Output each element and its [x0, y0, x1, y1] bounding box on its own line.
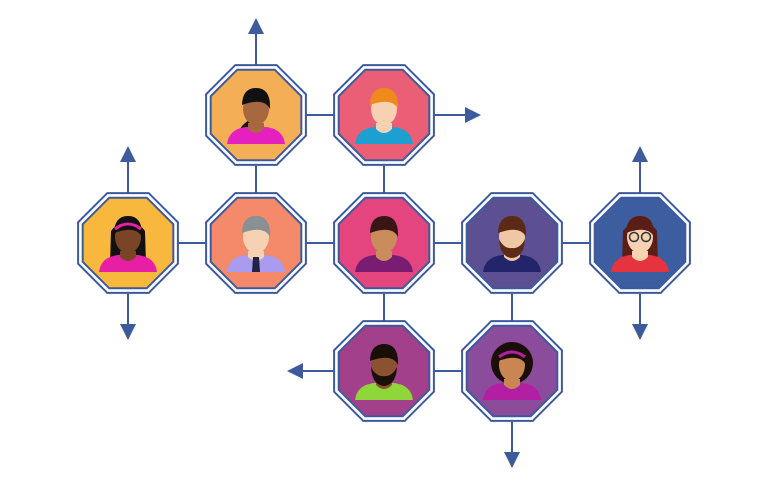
hair-top — [625, 216, 655, 237]
hair-top — [369, 216, 399, 237]
arrow-head — [287, 363, 303, 379]
shirt — [355, 255, 413, 272]
person-avatar-icon — [355, 344, 413, 400]
glasses-icon — [628, 231, 640, 243]
nodes — [77, 64, 691, 422]
arrow-down-icon — [632, 293, 648, 340]
avatar-node-man-beard — [461, 192, 563, 294]
person-avatar-icon — [483, 342, 541, 400]
arrow-up-icon — [632, 146, 648, 193]
arrow-head — [632, 324, 648, 340]
shirt — [483, 255, 541, 272]
hair-top — [497, 344, 527, 365]
arrow-left-icon — [287, 363, 334, 379]
hair-top — [113, 216, 143, 237]
arrow-head — [504, 452, 520, 468]
hair-top — [369, 344, 399, 365]
person-avatar-icon — [483, 216, 541, 272]
person-avatar-icon — [355, 88, 413, 144]
person-avatar-icon — [99, 216, 157, 272]
shirt — [611, 255, 669, 272]
arrow-down-icon — [120, 293, 136, 340]
headband — [114, 222, 142, 231]
hair-top — [497, 216, 527, 237]
arrow-head — [465, 107, 481, 123]
arrow-up-icon — [248, 18, 264, 65]
arrow-right-icon — [434, 107, 481, 123]
avatar-node-woman-ponytail — [205, 64, 307, 166]
arrow-up-icon — [120, 146, 136, 193]
neck — [376, 251, 392, 261]
arrow-down-icon — [504, 421, 520, 468]
arrow-head — [120, 324, 136, 340]
avatar-node-woman-glasses — [589, 192, 691, 294]
avatar-node-woman-curly — [461, 320, 563, 422]
beard — [499, 239, 525, 258]
shirt — [227, 127, 285, 144]
shirt — [483, 383, 541, 400]
shirt — [355, 127, 413, 144]
arrows — [120, 18, 648, 468]
beard — [371, 367, 397, 386]
avatar-node-man-gray-hair — [205, 192, 307, 294]
avatar-node-man-redhead — [333, 64, 435, 166]
shirt — [355, 383, 413, 400]
arrow-head — [120, 146, 136, 162]
person-avatar-icon — [227, 88, 285, 144]
neck — [376, 123, 392, 133]
person-avatar-icon — [227, 216, 285, 272]
hair-top — [241, 88, 271, 109]
person-avatar-icon — [355, 216, 413, 272]
neck — [504, 379, 520, 389]
arrow-head — [632, 146, 648, 162]
neck — [632, 251, 648, 261]
avatar-node-woman-short-hair — [333, 192, 435, 294]
arrow-head — [248, 18, 264, 34]
glasses-icon — [640, 231, 652, 243]
shirt — [99, 255, 157, 272]
necktie — [252, 257, 260, 272]
hair-top — [369, 88, 399, 109]
neck — [248, 251, 264, 261]
avatar-node-woman-headband — [77, 192, 179, 294]
hair-top — [241, 216, 271, 237]
headband — [498, 350, 526, 359]
neck — [248, 123, 264, 133]
person-avatar-icon — [611, 216, 669, 272]
neck — [120, 251, 136, 261]
avatar-node-man-dark — [333, 320, 435, 422]
